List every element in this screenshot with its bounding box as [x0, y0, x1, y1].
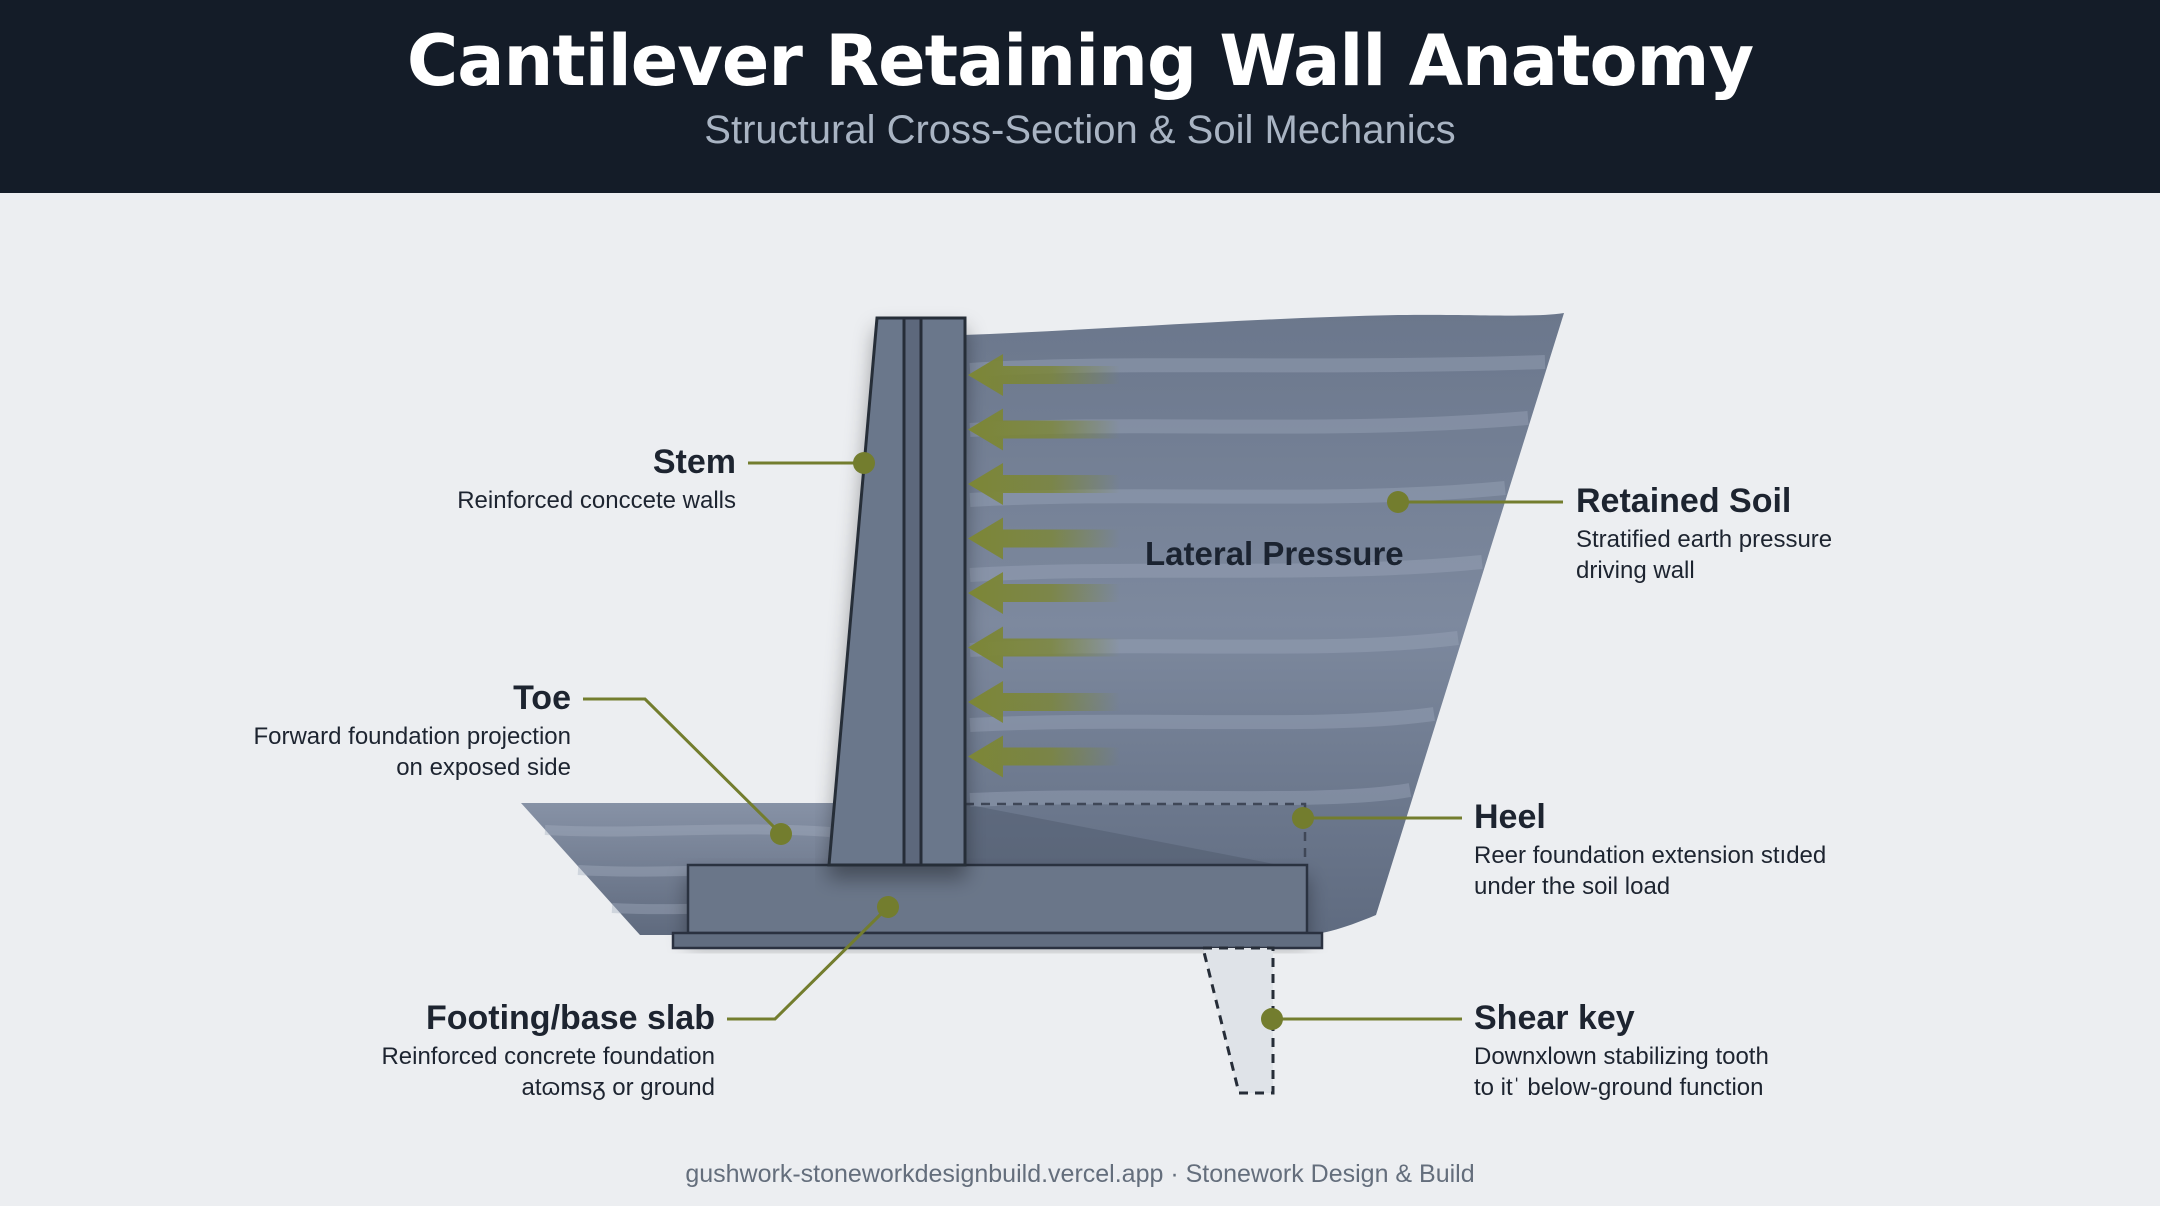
pressure-arrow [968, 517, 1120, 560]
stem-description: Reinforced conccete walls [457, 486, 736, 514]
lateral-pressure-label: Lateral Pressure [1145, 535, 1404, 572]
shear-key-description-line-1: Downxlown stabilizing tooth [1474, 1042, 1769, 1070]
page-title: Cantilever Retaining Wall Anatomy [406, 20, 1754, 102]
heel-description-line-1: Reer foundation extension stıded [1474, 841, 1827, 869]
pressure-arrow [968, 408, 1120, 451]
footing-description-line-1: Reinforced concrete foundation [381, 1042, 715, 1070]
footing-callout: Footing/base slab Reinforced concrete fo… [320, 998, 715, 1102]
stem-callout: Stem Reinforced conccete walls [430, 442, 736, 516]
footing-slab [686, 863, 1309, 935]
page-subtitle: Structural Cross-Section & Soil Mechanic… [704, 108, 1456, 152]
heel-description-line-2: under the soil load [1474, 872, 1671, 900]
heel-callout: Heel Reer foundation extension stıded un… [1474, 797, 1894, 901]
retained-soil-title: Retained Soil [1576, 482, 1792, 520]
pressure-arrow [968, 735, 1120, 778]
stem-wall [827, 316, 967, 867]
retained-soil-marker-dot [1387, 491, 1409, 513]
footing-underlay [671, 931, 1324, 950]
toe-description-line-1: Forward foundation projection [253, 722, 571, 750]
pressure-arrow [968, 463, 1120, 505]
stem-marker-dot [853, 452, 875, 474]
pressure-arrow [968, 572, 1120, 614]
footing-leader-line [727, 905, 890, 1021]
footing-title: Footing/base slab [425, 999, 715, 1037]
shear-key-callout: Shear key Downxlown stabilizing tooth to… [1474, 998, 1874, 1102]
retained-soil-description-line-2: driving wall [1576, 556, 1695, 584]
retained-soil-callout: Retained Soil Stratified earth pressure … [1576, 481, 1976, 585]
shear-key-title: Shear key [1474, 999, 1635, 1037]
pressure-arrow [968, 681, 1120, 723]
lateral-pressure-arrows [968, 354, 1120, 778]
toe-description-line-2: on exposed side [396, 753, 571, 781]
shear-key-marker-dot [1261, 1008, 1283, 1030]
footing-description-line-2: atɷmsᵹ or ground [521, 1073, 715, 1101]
stem-title: Stem [652, 443, 736, 481]
toe-title: Toe [513, 679, 571, 717]
footer-credit: gushwork-stoneworkdesignbuild.vercel.app… [685, 1160, 1475, 1188]
shear-key [1201, 946, 1275, 1095]
pressure-arrow [968, 626, 1120, 669]
heel-marker-dot [1292, 807, 1314, 829]
pressure-arrow [968, 354, 1120, 396]
toe-callout: Toe Forward foundation projection on exp… [200, 678, 571, 782]
toe-marker-dot [770, 823, 792, 845]
toe-leader-line [583, 697, 783, 836]
retained-soil-description-line-1: Stratified earth pressure [1576, 525, 1833, 553]
heel-dashed-outline [965, 802, 1307, 870]
retained-soil-body [963, 313, 1564, 935]
footing-marker-dot [877, 896, 899, 918]
shear-key-description-line-2: to itˈ below-ground function [1474, 1073, 1764, 1101]
header-banner: Cantilever Retaining Wall Anatomy Struct… [0, 0, 2160, 193]
heel-title: Heel [1474, 798, 1546, 836]
stem-reinforcement-band [902, 316, 923, 867]
